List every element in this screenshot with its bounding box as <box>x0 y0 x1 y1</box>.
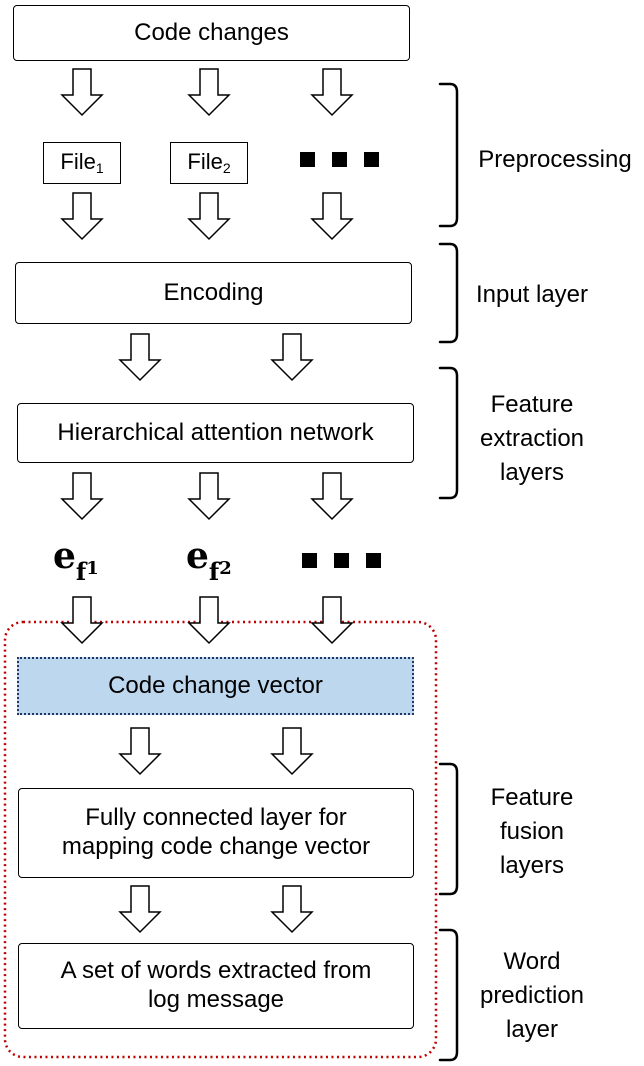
han-label: Hierarchical attention network <box>57 418 374 446</box>
label-word-prediction: Word prediction layer <box>479 948 585 1043</box>
prediction-group-border <box>3 620 438 1059</box>
arrow-down-icon <box>311 192 353 240</box>
file1-box: File1 <box>43 142 121 184</box>
arrow-down-icon <box>311 472 353 520</box>
han-box: Hierarchical attention network <box>17 403 414 463</box>
file1-label: File1 <box>60 149 104 177</box>
arrow-down-icon <box>119 333 161 381</box>
arrow-down-icon <box>61 68 103 116</box>
code-changes-box: Code changes <box>13 5 410 61</box>
code-change-vector-label: Code change vector <box>108 671 323 699</box>
ellipsis-dots-embeddings <box>302 553 398 569</box>
arrow-down-icon <box>271 727 313 775</box>
label-preprocessing: Preprocessing <box>478 146 632 173</box>
arrow-down-icon <box>61 596 103 644</box>
encoding-box: Encoding <box>15 262 412 324</box>
code-change-vector-box: Code change vector <box>17 657 414 715</box>
arrow-down-icon <box>61 192 103 240</box>
arrow-down-icon <box>188 472 230 520</box>
arrow-down-icon <box>271 333 313 381</box>
label-input-layer: Input layer <box>475 281 589 308</box>
arrow-down-icon <box>271 885 313 933</box>
file2-box: File2 <box>170 142 248 184</box>
arrow-down-icon <box>311 596 353 644</box>
label-feature-fusion: Feature fusion layers <box>490 784 574 879</box>
arrow-down-icon <box>188 68 230 116</box>
embedding-f2: ef2 <box>186 535 232 586</box>
embedding-f1: ef1 <box>53 535 99 586</box>
label-feature-extraction: Feature extraction layers <box>479 391 585 486</box>
arrow-down-icon <box>61 472 103 520</box>
bracket-word-prediction <box>438 928 459 1062</box>
arrow-down-icon <box>119 885 161 933</box>
code-changes-label: Code changes <box>134 18 289 46</box>
ellipsis-dots-files <box>300 152 396 168</box>
arrow-down-icon <box>311 68 353 116</box>
arrow-down-icon <box>188 596 230 644</box>
bracket-preprocessing <box>438 82 459 228</box>
arrow-down-icon <box>119 727 161 775</box>
bracket-input-layer <box>438 242 459 344</box>
bracket-feature-extraction <box>438 366 459 500</box>
bracket-feature-fusion <box>438 762 459 896</box>
encoding-label: Encoding <box>163 278 264 306</box>
file2-label: File2 <box>187 149 231 177</box>
arrow-down-icon <box>188 192 230 240</box>
